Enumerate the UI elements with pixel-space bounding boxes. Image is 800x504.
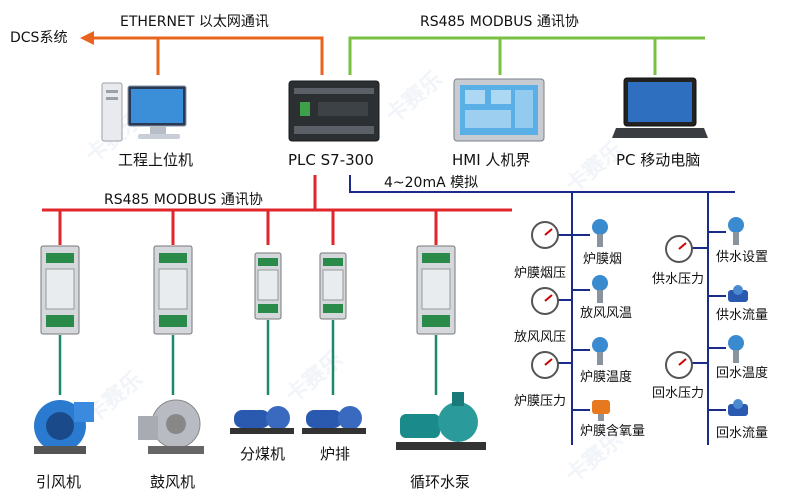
sensor-label: 供水流量 bbox=[716, 308, 768, 324]
sensor-label: 放风风温 bbox=[580, 306, 632, 322]
workstation-label: 工程上位机 bbox=[118, 152, 193, 168]
sensor-label: 回水流量 bbox=[716, 426, 768, 442]
induced-fan-label: 引风机 bbox=[36, 474, 81, 490]
temperature-transmitter-icon bbox=[590, 274, 610, 304]
pressure-gauge-icon bbox=[530, 220, 560, 250]
pressure-gauge-icon bbox=[664, 350, 694, 380]
rs485-bottom-label: RS485 MODBUS 通讯协 bbox=[104, 192, 263, 208]
rs485-top-label: RS485 MODBUS 通讯协 bbox=[420, 14, 579, 30]
controller-module-icon bbox=[416, 245, 456, 335]
sensor-label: 放风风压 bbox=[514, 330, 566, 346]
coal-distributor-icon bbox=[230, 398, 296, 438]
laptop-icon bbox=[612, 76, 708, 142]
temperature-transmitter-icon bbox=[590, 336, 610, 366]
ethernet-label: ETHERNET 以太网通讯 bbox=[120, 14, 269, 30]
pressure-gauge-icon bbox=[530, 286, 560, 316]
coal-distributor-label: 分煤机 bbox=[240, 446, 285, 462]
rs485-bottom-bus bbox=[42, 210, 512, 245]
circulating-pump-icon bbox=[396, 390, 488, 454]
sensor-label: 回水温度 bbox=[716, 366, 768, 382]
sensor-label: 供水设置 bbox=[716, 250, 768, 266]
blower-icon bbox=[136, 396, 210, 456]
controller-module-icon bbox=[254, 252, 282, 320]
pressure-gauge-icon bbox=[530, 350, 560, 380]
pc-label: PC 移动电脑 bbox=[616, 152, 700, 168]
plc-icon bbox=[288, 80, 380, 142]
pressure-gauge-icon bbox=[664, 234, 694, 264]
workstation-icon bbox=[100, 78, 190, 148]
temperature-transmitter-icon bbox=[590, 218, 610, 248]
blower-label: 鼓风机 bbox=[150, 474, 195, 490]
controller-module-icon bbox=[319, 252, 347, 320]
flow-meter-icon bbox=[726, 284, 750, 308]
oxygen-analyzer-icon bbox=[590, 398, 612, 422]
induced-draft-fan-icon bbox=[24, 396, 96, 456]
sensor-label: 炉膜温度 bbox=[580, 370, 632, 386]
analog-label: 4~20mA 模拟 bbox=[384, 175, 478, 191]
temperature-transmitter-icon bbox=[726, 334, 746, 364]
hmi-label: HMI 人机界 bbox=[452, 152, 530, 168]
sensor-label: 炉膜烟 bbox=[583, 252, 622, 268]
sensor-label: 回水压力 bbox=[652, 386, 704, 402]
sensor-label: 炉膜烟压 bbox=[514, 266, 566, 282]
ethernet-bus bbox=[92, 38, 322, 75]
grate-label: 炉排 bbox=[320, 446, 350, 462]
sensor-label: 供水压力 bbox=[652, 272, 704, 288]
grate-drive-icon bbox=[302, 398, 368, 438]
hmi-icon bbox=[453, 78, 545, 142]
controller-module-icon bbox=[40, 245, 80, 335]
dcs-arrow-icon bbox=[80, 31, 94, 45]
controller-module-icon bbox=[153, 245, 193, 335]
dcs-label: DCS系统 bbox=[10, 30, 67, 46]
rs485-top-bus bbox=[350, 38, 705, 75]
flow-meter-icon bbox=[726, 398, 750, 422]
pump-label: 循环水泵 bbox=[410, 474, 470, 490]
sensor-label: 炉膜含氧量 bbox=[580, 424, 645, 440]
temperature-transmitter-icon bbox=[726, 216, 746, 246]
plc-label: PLC S7-300 bbox=[288, 152, 374, 168]
sensor-label: 炉膜压力 bbox=[514, 394, 566, 410]
